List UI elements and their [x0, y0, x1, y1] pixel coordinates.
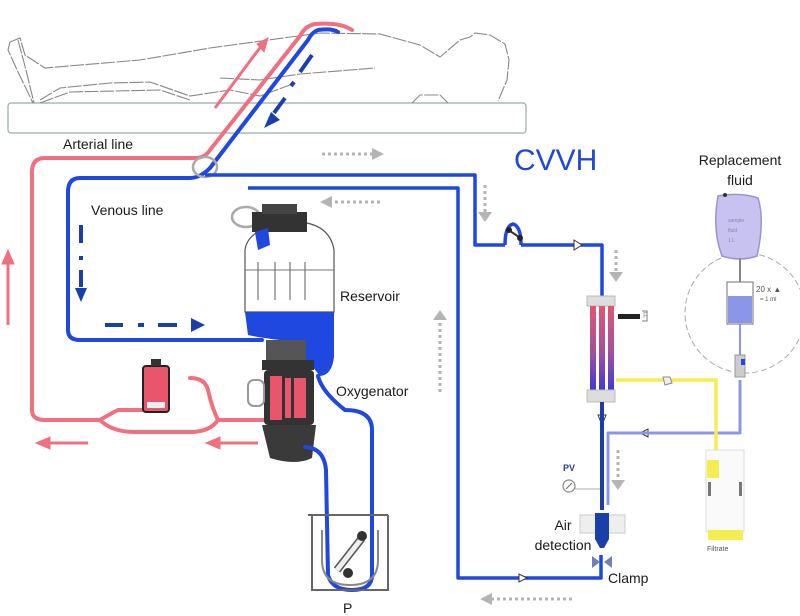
label-drip-rate-line1: 20 x ▲: [756, 285, 782, 294]
label-drip-rate-line2: = 1 ml: [760, 297, 777, 303]
label-filtrate: Filtrate: [707, 546, 729, 553]
label-arterial-line: Arterial line: [63, 136, 134, 152]
gray-arrow-left-icon: [480, 593, 492, 605]
arrow-down-left-icon: [264, 112, 280, 128]
connector-ring: [191, 155, 219, 179]
filtrate-line: [616, 378, 718, 452]
diagram-title: CVVH: [514, 144, 598, 177]
gray-arrow-down-icon: [611, 480, 625, 490]
gray-arrow-up-icon: [433, 310, 447, 320]
arterial-flow-arrows: [1, 36, 269, 450]
label-air-detection-line1: Air: [554, 517, 572, 533]
venous-line: [66, 27, 340, 342]
gray-arrow-down-icon: [478, 212, 492, 222]
svg-text:fluid: fluid: [728, 228, 737, 234]
label-replacement-fluid-line1: Replacement: [698, 152, 782, 168]
cvvh-pump: [506, 227, 523, 241]
hemofilter: [586, 295, 648, 403]
label-venous-line: Venous line: [91, 202, 164, 218]
label-oxygenator: Oxygenator: [336, 383, 409, 399]
cvvh-circuit-line: [205, 173, 604, 580]
label-replacement-fluid: Replacement fluid: [690, 152, 790, 188]
label-filter-port: F: [643, 311, 648, 320]
arrow-left-icon: [204, 436, 221, 450]
label-replacement-fluid-line2: fluid: [727, 172, 753, 188]
gray-arrow-left-icon: [320, 196, 332, 208]
svg-text:1 L: 1 L: [728, 238, 735, 244]
arterial-filter: [142, 359, 170, 413]
svg-text:sample: sample: [728, 218, 744, 224]
cvvh-flow-arrowheads: [320, 148, 625, 605]
arrow-up-icon: [1, 248, 15, 265]
pump-loop-tube: [303, 374, 374, 593]
gray-arrow-right-icon: [372, 148, 384, 160]
label-pump: P: [343, 600, 353, 616]
gray-arrow-down-icon: [609, 272, 623, 282]
pressure-gauge: [562, 479, 600, 493]
venous-flow-arrows: [75, 53, 314, 332]
replacement-fluid-bag: sample fluid 1 L: [715, 193, 762, 260]
pump: [308, 514, 389, 591]
cvvh-flow-arrows: [322, 152, 620, 601]
label-clamp: Clamp: [608, 570, 649, 586]
oxygenator: [247, 340, 316, 462]
arrow-down-icon: [75, 288, 87, 302]
air-detector: [579, 513, 626, 548]
label-reservoir: Reservoir: [340, 288, 400, 304]
arrow-up-right-icon: [256, 36, 269, 54]
label-pv: PV: [563, 463, 576, 473]
drip-chamber: [726, 258, 754, 378]
arrow-left-icon: [34, 436, 51, 450]
filtrate-valve: [662, 376, 673, 386]
label-air-detection-line2: detection: [534, 537, 592, 553]
post-filter-line: [600, 380, 742, 510]
arrow-right-icon: [191, 318, 205, 332]
label-air-detection: Air detection: [532, 517, 594, 553]
clamp: [592, 556, 612, 568]
filtrate-collector: [705, 449, 745, 540]
bed: [7, 102, 527, 134]
